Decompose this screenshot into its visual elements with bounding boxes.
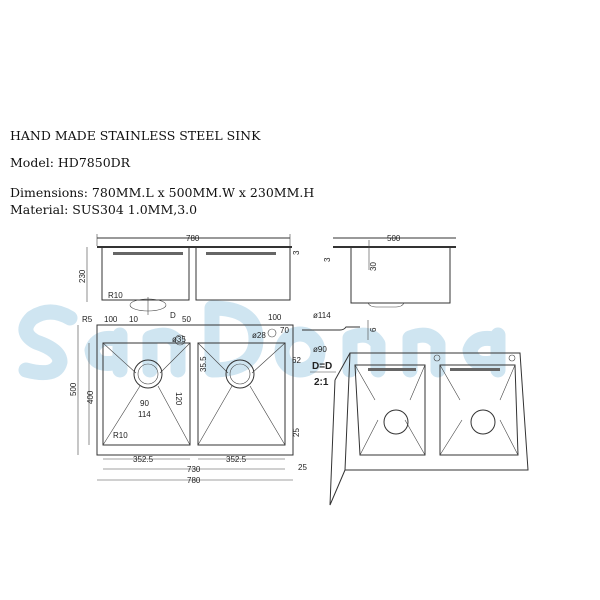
side-flange: 3 <box>323 257 332 262</box>
top-drain-90: 90 <box>140 399 149 408</box>
top-25b: 25 <box>298 463 307 472</box>
section-d: D <box>170 311 176 320</box>
top-view: R5 100 10 50 100 70 ø35 ø28 500 400 120 … <box>69 313 307 485</box>
inner-730: 730 <box>187 465 201 474</box>
total-780: 780 <box>187 476 201 485</box>
title: HAND MADE STAINLESS STEEL SINK <box>10 128 261 143</box>
side-view: 500 3 30 <box>323 234 456 308</box>
section-scale: 2:1 <box>314 377 329 388</box>
top-width: 500 <box>69 382 78 396</box>
side-width: 500 <box>387 234 401 243</box>
drain-thick: 6 <box>369 327 378 332</box>
section-label: D=D <box>312 361 332 372</box>
front-height: 230 <box>78 269 87 283</box>
top-hole-35: ø35 <box>172 335 186 344</box>
top-inner: 400 <box>86 390 95 404</box>
top-35-5: 35.5 <box>199 356 208 372</box>
top-62: 62 <box>292 356 301 365</box>
dimensions: Dimensions: 780MM.L x 500MM.W x 230MM.H <box>10 185 315 200</box>
top-tap-left: 100 <box>104 315 118 324</box>
top-hole-28: ø28 <box>252 331 266 340</box>
front-view: 780 230 R10 D 3 <box>78 234 301 320</box>
model: Model: HD7850DR <box>10 155 131 170</box>
top-drain-120: 120 <box>174 392 183 406</box>
top-70: 70 <box>280 326 289 335</box>
top-r5: R5 <box>82 315 93 324</box>
bowl-left-width: 352.5 <box>133 455 154 464</box>
side-depth: 30 <box>369 262 378 271</box>
top-drain-114: 114 <box>138 410 151 419</box>
material: Material: SUS304 1.0MM,3.0 <box>10 202 198 217</box>
perspective-view <box>329 352 529 506</box>
top-tap-right: 100 <box>268 313 282 322</box>
top-50: 50 <box>182 315 191 324</box>
front-length: 780 <box>186 234 200 243</box>
top-radius: R10 <box>113 431 128 440</box>
drain-inner: ø90 <box>313 345 327 354</box>
front-radius: R10 <box>108 291 123 300</box>
top-10: 10 <box>129 315 138 324</box>
bowl-right-width: 352.5 <box>226 455 247 464</box>
top-25a: 25 <box>292 428 301 437</box>
drain-outer: ø114 <box>313 311 331 320</box>
drain-detail: ø114 6 ø90 D=D 2:1 <box>302 311 378 388</box>
front-thickness: 3 <box>292 250 301 255</box>
